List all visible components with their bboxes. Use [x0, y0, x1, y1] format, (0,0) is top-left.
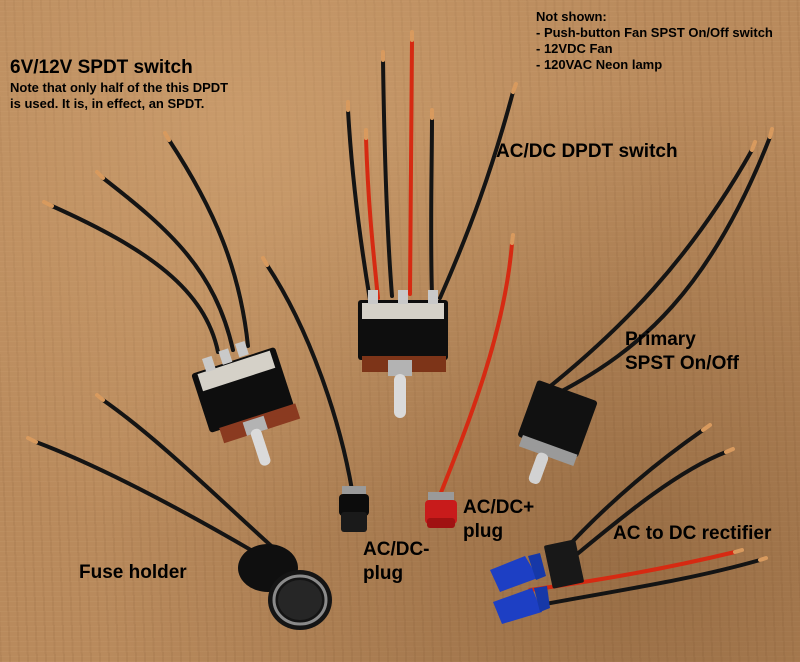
- dpdt-switch-body: [358, 290, 448, 418]
- dpdt-switch-wires: [346, 38, 515, 302]
- spdt-note-line2: is used. It is, in effect, an SPDT.: [10, 96, 205, 111]
- rectifier-body: [544, 539, 584, 589]
- plus-plug-wire: [438, 241, 514, 497]
- not-shown-item: - Push-button Fan SPST On/Off switch: [536, 25, 773, 40]
- spdt-switch-wires: [50, 138, 250, 354]
- plus-plug-wire-tip: [510, 233, 515, 245]
- minus-plug-wire-tip: [261, 256, 269, 267]
- fuse-wire-tips: [26, 393, 105, 444]
- dpdt-title: AC/DC DPDT switch: [496, 141, 678, 162]
- ac-dc-plus-label-line1: AC/DC+: [463, 497, 535, 518]
- spst-switch-body: [518, 380, 598, 484]
- rectifier-label: AC to DC rectifier: [613, 523, 772, 544]
- spdt-title: 6V/12V SPDT switch: [10, 57, 193, 78]
- spdt-switch-body: [191, 340, 301, 466]
- minus-plug-wire: [265, 263, 354, 492]
- plus-plug-body: [425, 492, 457, 528]
- rectifier-wire-tips: [701, 423, 768, 562]
- not-shown-item: - 120VAC Neon lamp: [536, 57, 663, 72]
- dpdt-wire-tips: [346, 30, 518, 140]
- primary-label-line1: Primary: [625, 329, 696, 350]
- spst-wire-tips: [750, 127, 774, 152]
- ac-dc-minus-label-line1: AC/DC-: [363, 539, 430, 560]
- fuse-holder-label: Fuse holder: [79, 562, 187, 583]
- spst-switch-wires: [546, 135, 772, 394]
- spdt-note-line1: Note that only half of the this DPDT: [10, 80, 229, 95]
- not-shown-item: - 12VDC Fan: [536, 41, 613, 56]
- spdt-wire-tips: [42, 131, 171, 208]
- fuse-holder-body: [238, 544, 332, 630]
- primary-label-line2: SPST On/Off: [625, 353, 739, 374]
- minus-plug-body: [339, 486, 369, 532]
- fuse-holder-wires: [34, 398, 280, 562]
- wire-nut-connectors: [490, 553, 550, 624]
- not-shown-title: Not shown:: [536, 9, 607, 24]
- ac-dc-minus-label-line2: plug: [363, 563, 404, 584]
- ac-dc-plus-label-line2: plug: [463, 521, 504, 542]
